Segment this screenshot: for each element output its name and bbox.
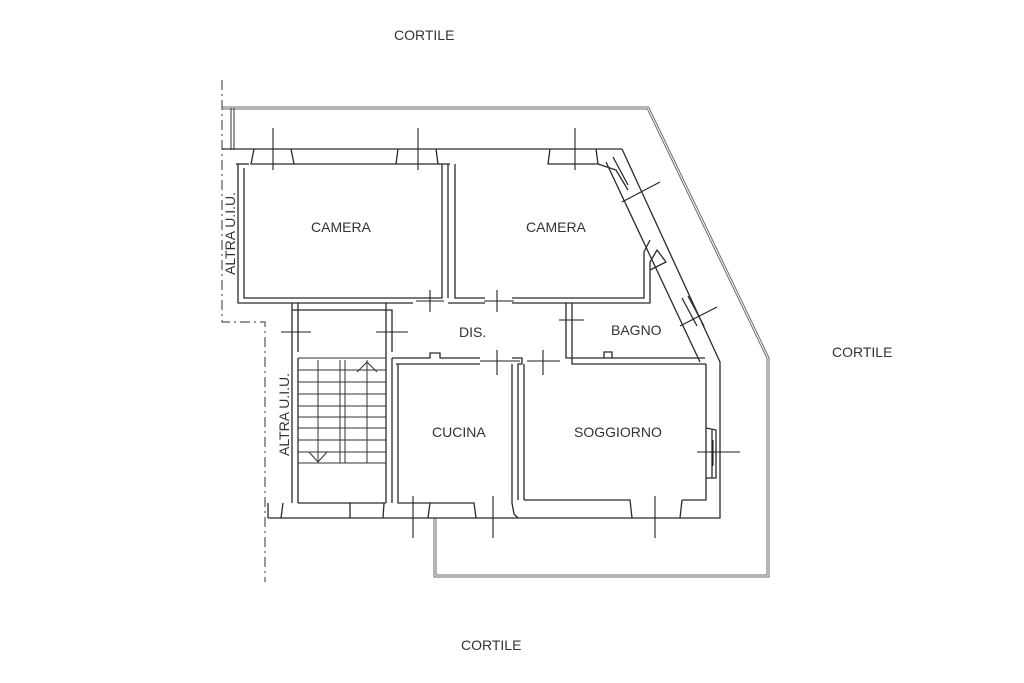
outer-boundary xyxy=(222,106,770,578)
room-soggiorno xyxy=(524,364,717,519)
exterior-walls xyxy=(222,148,721,519)
label-bagno: BAGNO xyxy=(611,322,662,338)
label-camera-2: CAMERA xyxy=(526,219,587,235)
label-cortile-bottom: CORTILE xyxy=(461,637,521,653)
stair-down-arrow xyxy=(308,451,328,463)
stair-up-arrow xyxy=(356,361,378,373)
bagno-window xyxy=(681,295,705,327)
opening-markers xyxy=(272,128,740,538)
staircase xyxy=(280,352,393,519)
room-disimpegno xyxy=(291,303,706,500)
label-soggiorno: SOGGIORNO xyxy=(574,424,662,440)
property-boundary xyxy=(221,80,266,582)
label-disimpegno: DIS. xyxy=(459,324,486,340)
room-cucina xyxy=(397,364,519,519)
label-cortile-right: CORTILE xyxy=(832,344,892,360)
label-camera-1: CAMERA xyxy=(311,219,372,235)
label-cucina: CUCINA xyxy=(432,424,486,440)
room-camera-2 xyxy=(448,156,667,304)
stair-treads xyxy=(298,369,386,464)
label-cortile-top: CORTILE xyxy=(394,27,454,43)
label-altra-uiu-lower: ALTRA U.I.U. xyxy=(276,373,292,456)
room-camera-1 xyxy=(237,164,449,304)
label-altra-uiu-upper: ALTRA U.I.U. xyxy=(222,192,238,275)
